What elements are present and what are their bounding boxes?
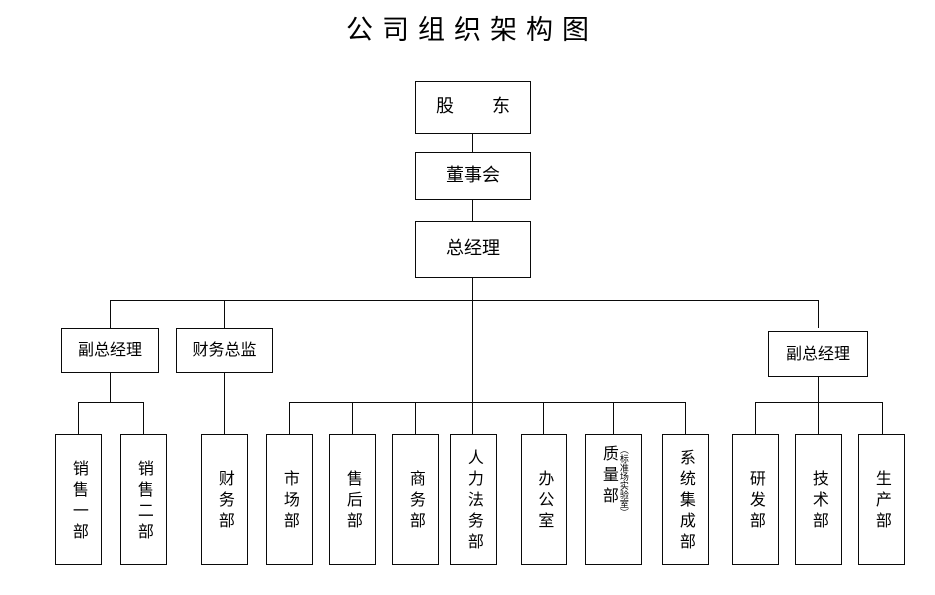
node-technology-dept-label: 技术部 [809,470,829,533]
bus-level2 [110,300,819,302]
node-finance-dept-label: 财务部 [215,470,235,533]
node-marketing-dept[interactable]: 市场部 [266,434,313,565]
connector-bus-finance-director [224,300,226,328]
node-office[interactable]: 办公室 [521,434,567,565]
connector-after-sales-dept [352,402,354,434]
node-sales-dept-1-label: 销售一部 [69,459,89,544]
node-marketing-dept-label: 市场部 [280,470,300,533]
node-system-integration-dept[interactable]: 系统集成部 [662,434,709,565]
node-quality-dept-label: 质量部 [599,445,619,508]
connector-technology-dept [818,402,820,434]
node-board-of-directors-label: 董事会 [446,164,500,186]
node-production-dept-label: 生产部 [872,470,892,533]
node-general-manager[interactable]: 总经理 [415,221,531,278]
node-deputy-gm-left[interactable]: 副总经理 [61,328,159,373]
node-quality-dept[interactable]: （标准场实验室） 质量部 [585,434,642,565]
connector-deputy-right-drop [818,377,820,402]
page-title: 公司组织架构图 [346,15,598,46]
connector-shareholders-board [472,134,474,152]
node-sales-dept-2-label: 销售二部 [134,459,154,544]
connector-hr-legal-dept [472,402,474,434]
connector-deputy-left-drop [110,373,112,402]
connector-board-general-manager [472,200,474,221]
node-business-dept[interactable]: 商务部 [392,434,439,565]
node-office-label: 办公室 [535,470,555,533]
connector-sales-dept-2 [143,402,145,434]
node-rd-dept[interactable]: 研发部 [732,434,779,565]
node-general-manager-label: 总经理 [446,238,500,260]
node-after-sales-dept-label: 售后部 [343,470,363,533]
connector-bus-deputy-right [818,300,820,328]
node-quality-dept-content: （标准场实验室） 质量部 [599,439,628,564]
node-system-integration-dept-label: 系统集成部 [676,449,696,554]
node-finance-director-label: 财务总监 [192,340,257,360]
node-shareholders-label: 股 东 [436,96,520,118]
node-deputy-gm-right-label: 副总经理 [785,343,850,363]
node-finance-dept[interactable]: 财务部 [201,434,248,565]
node-production-dept[interactable]: 生产部 [858,434,905,565]
connector-finance-dept [224,373,226,434]
connector-sales-dept-1 [78,402,80,434]
connector-office [543,402,545,434]
node-board-of-directors[interactable]: 董事会 [415,152,531,200]
connector-system-integration-dept [685,402,687,434]
bus-sales [78,402,143,404]
node-deputy-gm-left-label: 副总经理 [77,340,142,360]
connector-gm-to-bus [472,278,474,301]
connector-marketing-dept [289,402,291,434]
node-hr-legal-dept-label: 人力法务部 [464,449,484,554]
node-rd-dept-label: 研发部 [746,470,766,533]
connector-business-dept [415,402,417,434]
node-quality-dept-note: （标准场实验室） [617,445,628,517]
node-shareholders[interactable]: 股 东 [415,81,531,134]
node-after-sales-dept[interactable]: 售后部 [329,434,376,565]
node-finance-director[interactable]: 财务总监 [176,328,273,373]
connector-bus-deputy-left [110,300,112,328]
bus-gm-departments [289,402,685,404]
connector-gm-bus-feed [472,301,474,402]
node-hr-legal-dept[interactable]: 人力法务部 [450,434,497,565]
node-business-dept-label: 商务部 [406,470,426,533]
node-deputy-gm-right[interactable]: 副总经理 [768,331,868,377]
node-sales-dept-2[interactable]: 销售二部 [120,434,167,565]
node-sales-dept-1[interactable]: 销售一部 [55,434,102,565]
node-technology-dept[interactable]: 技术部 [795,434,842,565]
connector-rd-dept [755,402,757,434]
connector-production-dept [882,402,884,434]
connector-quality-dept [613,402,615,434]
